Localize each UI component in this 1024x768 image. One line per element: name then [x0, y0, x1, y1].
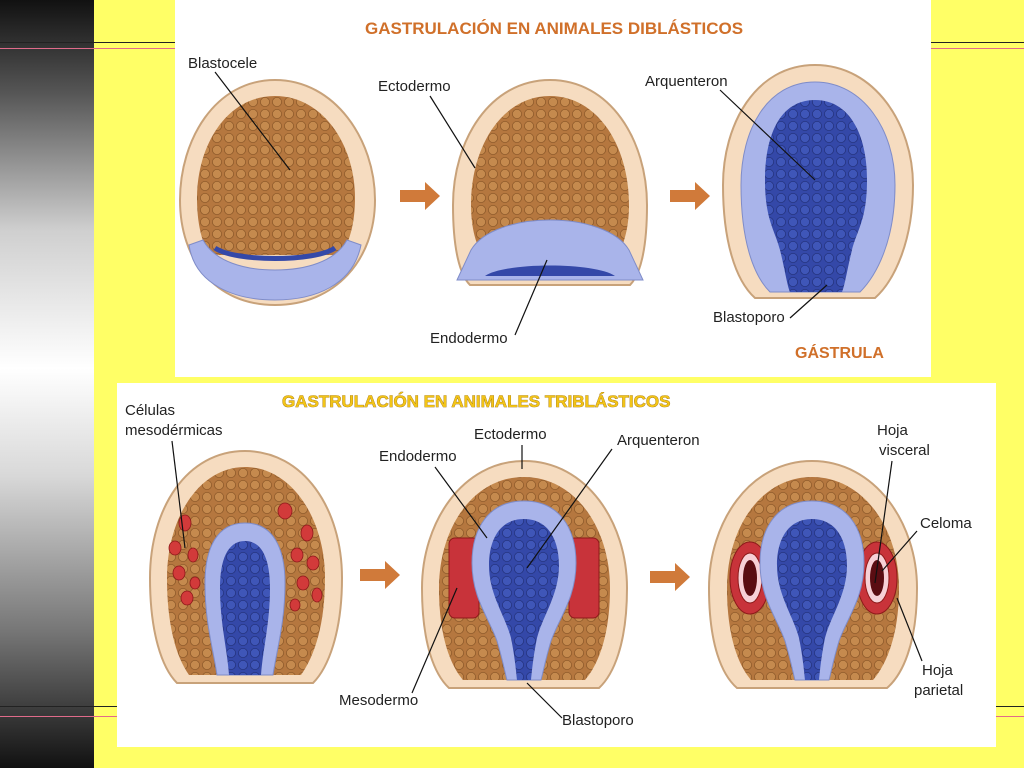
label-gastrula: GÁSTRULA [795, 343, 884, 362]
triblastic-stage-mesoderm [420, 459, 629, 689]
label-endodermo-top: Endodermo [430, 330, 508, 347]
arrow-2-icon [670, 182, 710, 210]
label-arquenteron-top: Arquenteron [645, 73, 728, 90]
label-ectodermo-top: Ectodermo [378, 78, 451, 95]
label-blastoporo-top: Blastoporo [713, 309, 785, 326]
triblastic-diagram: GASTRULACIÓN EN ANIMALES TRIBLÁSTICOS [125, 392, 972, 729]
label-blastoporo-bottom: Blastoporo [562, 712, 634, 729]
label-ectodermo-bottom: Ectodermo [474, 426, 547, 443]
label-hoja-parietal-line2: parietal [914, 682, 963, 699]
label-arquenteron-bottom: Arquenteron [617, 432, 700, 449]
label-endodermo-bottom: Endodermo [379, 448, 457, 465]
diblastic-diagram: GASTRULACIÓN EN ANIMALES DIBLÁSTICOS Bla… [178, 19, 915, 362]
left-gradient-bar [0, 0, 94, 768]
label-blastocele: Blastocele [188, 55, 257, 72]
diblastic-stage-invagination [451, 78, 649, 286]
diblastic-stage-gastrula [721, 63, 915, 299]
triblastic-stage-mesoderm-cells [148, 449, 344, 684]
triblastic-panel: GASTRULACIÓN EN ANIMALES TRIBLÁSTICOS [117, 383, 996, 747]
triblastic-stage-coelom [707, 459, 919, 689]
arrow-1-icon [400, 182, 440, 210]
label-celulas-line1: Células [125, 402, 175, 419]
arrow-3-icon [360, 561, 400, 589]
triblastic-title: GASTRULACIÓN EN ANIMALES TRIBLÁSTICOS [282, 392, 670, 411]
label-hoja-parietal-line1: Hoja [922, 662, 954, 679]
diblastic-stage-blastula [178, 78, 377, 307]
label-celulas-line2: mesodérmicas [125, 422, 223, 439]
arrow-4-icon [650, 563, 690, 591]
diblastic-panel: GASTRULACIÓN EN ANIMALES DIBLÁSTICOS Bla… [175, 0, 931, 377]
label-mesodermo: Mesodermo [339, 692, 418, 709]
diblastic-title: GASTRULACIÓN EN ANIMALES DIBLÁSTICOS [365, 19, 743, 38]
label-celoma: Celoma [920, 515, 972, 532]
label-hoja-visceral-line2: visceral [879, 442, 930, 459]
label-hoja-visceral-line1: Hoja [877, 422, 909, 439]
